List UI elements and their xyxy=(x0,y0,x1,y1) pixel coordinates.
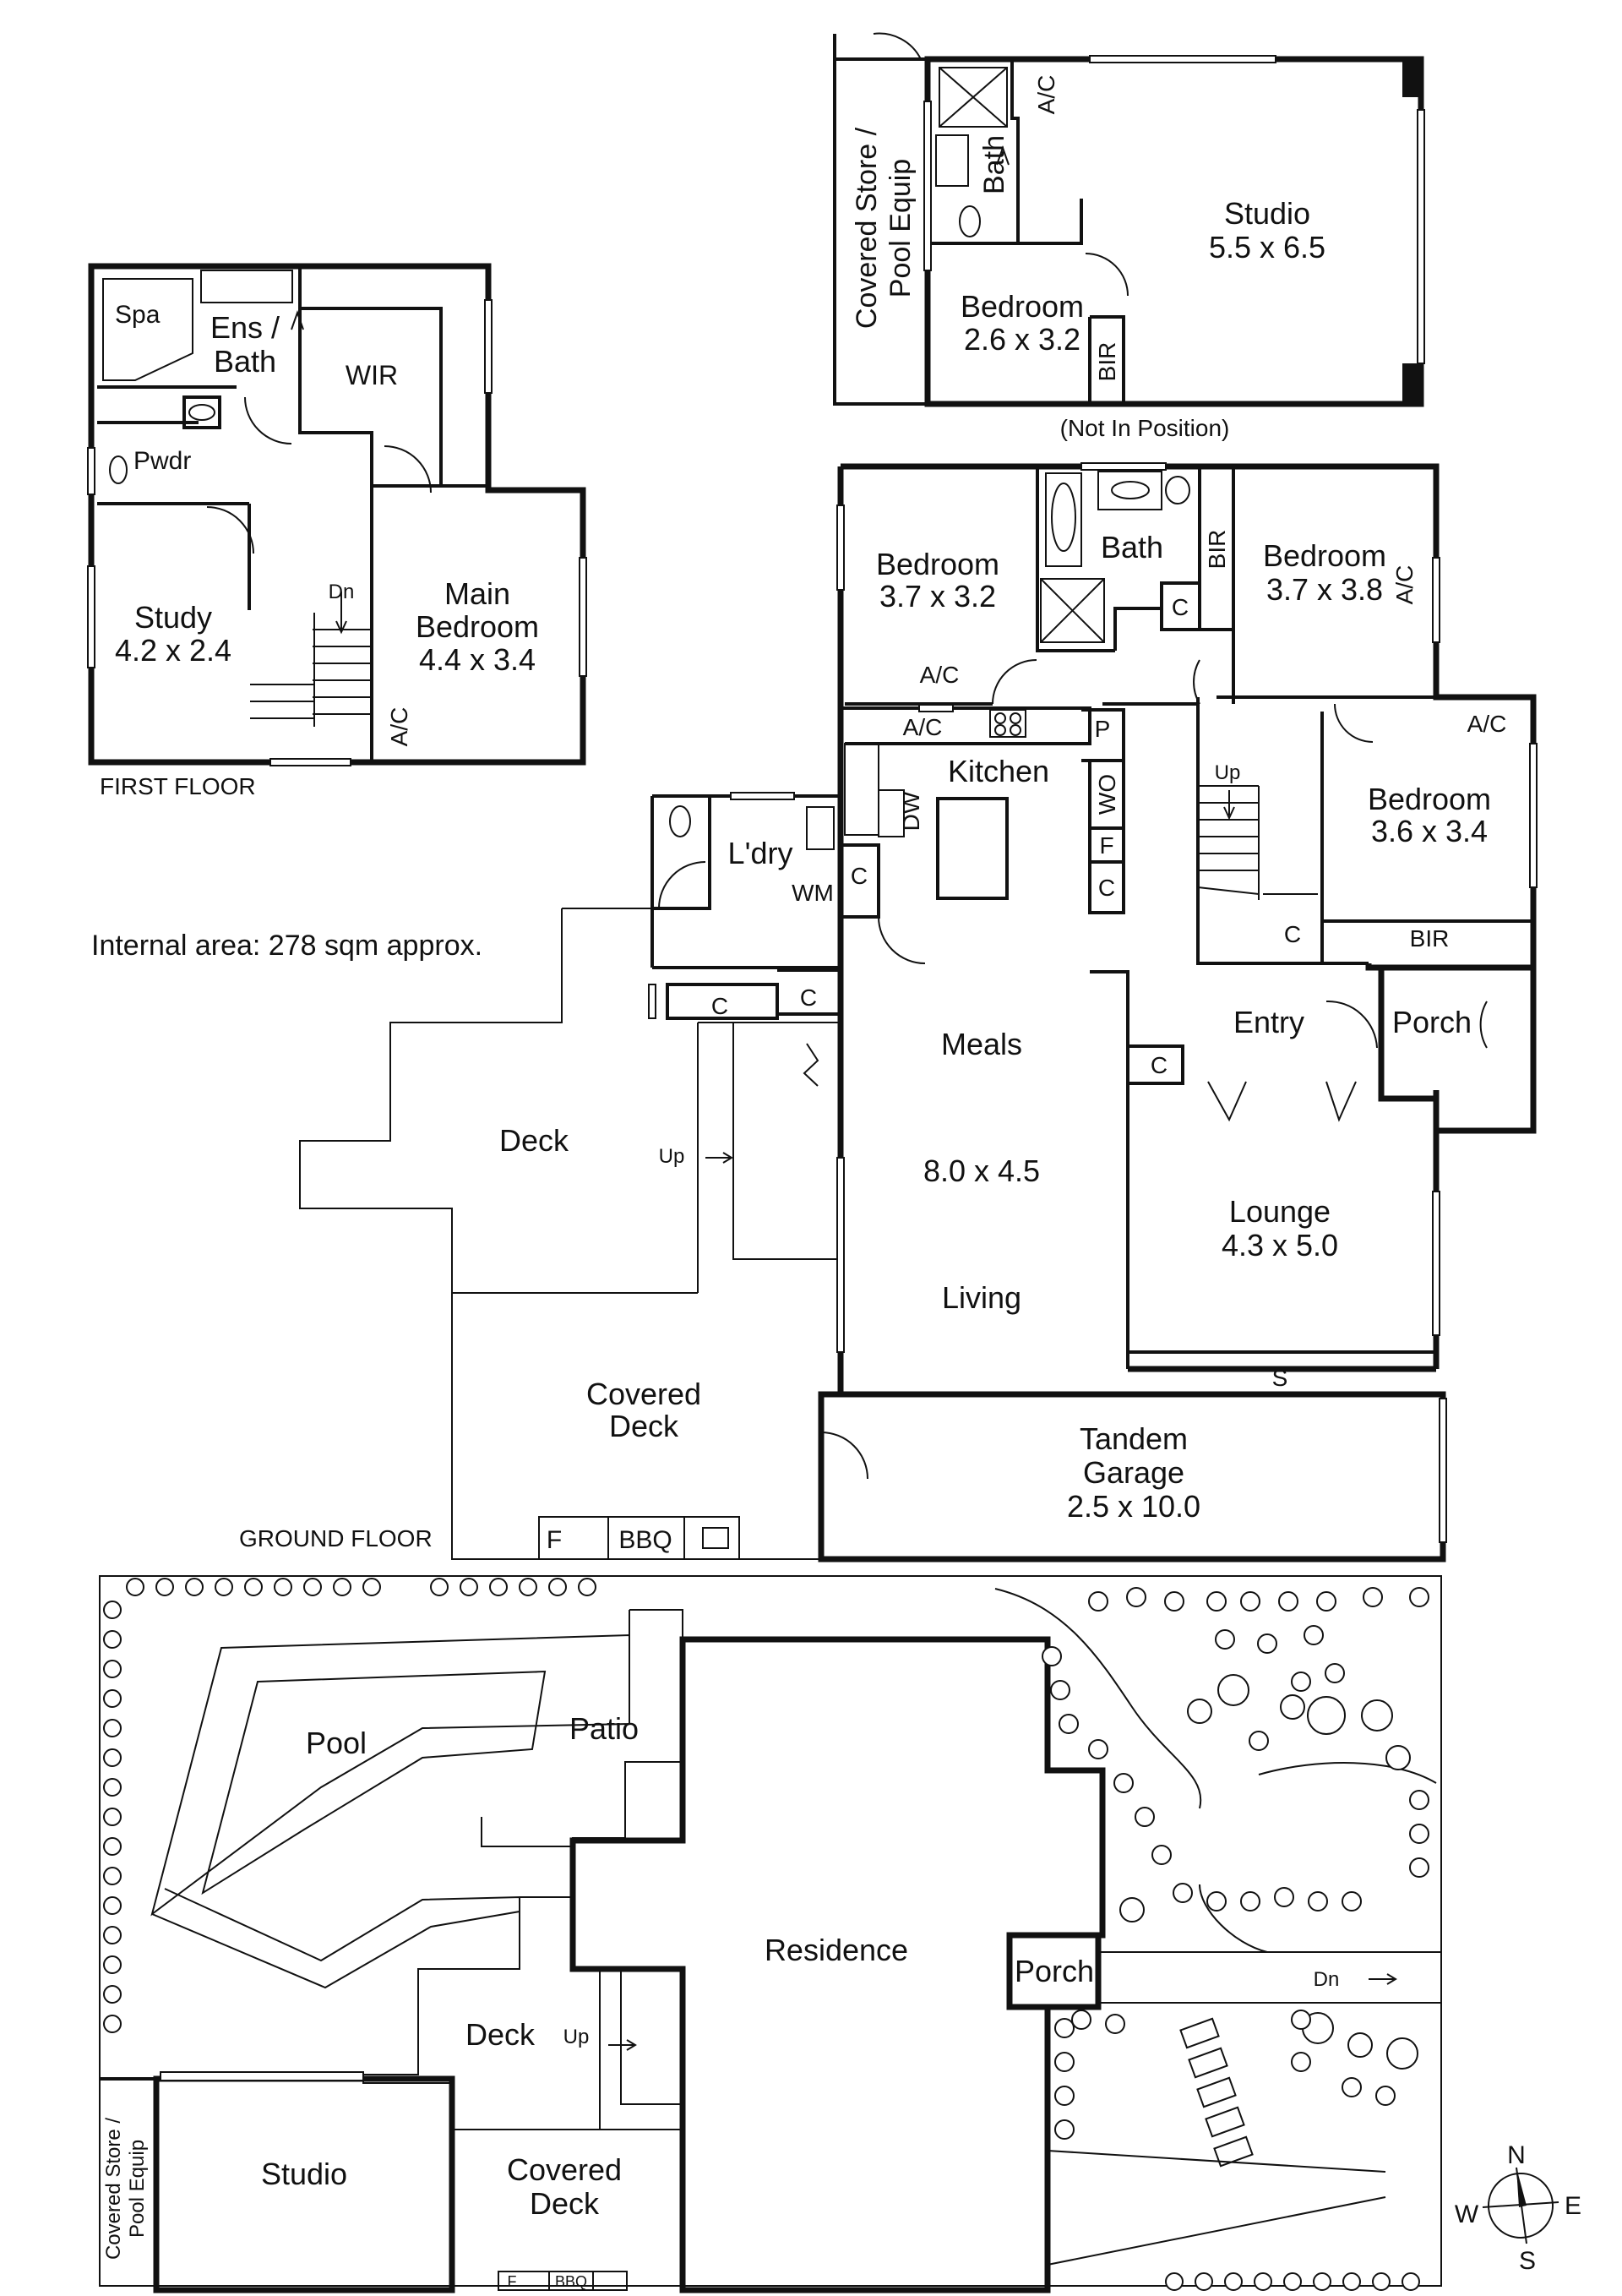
ff-study-dim: 4.2 x 2.4 xyxy=(115,633,231,668)
gf-bbq-label: BBQ xyxy=(618,1526,672,1554)
site-covered-deck-label: Covered xyxy=(507,2152,622,2187)
gf-c-1-label: C xyxy=(1172,594,1189,620)
gf-c-2-label: C xyxy=(1098,875,1115,901)
studio-bath-label: Bath xyxy=(978,135,1010,194)
gf-bedroom-3-dim: 3.6 x 3.4 xyxy=(1371,814,1488,848)
gf-bedroom-3-label: Bedroom xyxy=(1368,782,1491,816)
ff-dn-label: Dn xyxy=(329,581,355,603)
gf-c-3-label: C xyxy=(851,863,868,889)
gf-porch-label: Porch xyxy=(1392,1005,1472,1039)
site-pool-label: Pool xyxy=(306,1726,367,1760)
ff-main-bedroom-label-2: Bedroom xyxy=(416,609,539,644)
gf-c-6-label: C xyxy=(800,984,817,1011)
gf-wo-label: WO xyxy=(1094,774,1120,815)
ff-spa-label: Spa xyxy=(115,301,161,329)
gf-up-2-label: Up xyxy=(659,1145,685,1168)
gf-ac-1-label: A/C xyxy=(1391,565,1418,605)
ff-ens-bath-label-2: Bath xyxy=(214,344,276,379)
gf-covered-deck-label-2: Deck xyxy=(609,1409,679,1443)
site-patio-label: Patio xyxy=(569,1711,639,1746)
gf-laundry-label: L'dry xyxy=(728,836,793,870)
gf-covered-deck-label: Covered xyxy=(586,1377,701,1411)
gf-bir-1-label: BIR xyxy=(1204,530,1230,570)
ff-ens-bath-label: Ens / xyxy=(210,310,280,345)
site-studio-label: Studio xyxy=(261,2157,347,2191)
gf-c-5-label: C xyxy=(711,993,728,1019)
site-deck-label: Deck xyxy=(465,2017,536,2052)
gf-garage-label: Tandem xyxy=(1080,1421,1188,1456)
gf-living-label: Living xyxy=(942,1280,1021,1315)
compass-w-label: W xyxy=(1455,2201,1479,2228)
studio-ac-label: A/C xyxy=(1033,75,1059,115)
studio-covered-store-label-2: Pool Equip xyxy=(884,159,917,297)
gf-ac-3-label: A/C xyxy=(903,714,943,740)
gf-c-4-label: C xyxy=(1284,921,1301,947)
studio-bedroom-label: Bedroom xyxy=(961,289,1084,324)
gf-lounge-label: Lounge xyxy=(1229,1194,1331,1229)
gf-kitchen-label: Kitchen xyxy=(948,754,1049,788)
ff-main-bedroom-dim: 4.4 x 3.4 xyxy=(419,642,536,677)
gf-p-label: P xyxy=(1095,716,1111,742)
first-floor-heading: FIRST FLOOR xyxy=(100,773,256,799)
gf-f-2-label: F xyxy=(547,1526,562,1554)
first-floor-plan xyxy=(87,263,587,766)
site-bbq-label: BBQ xyxy=(555,2273,587,2290)
studio-building-plan xyxy=(833,32,1425,407)
ground-floor-plan xyxy=(299,462,1538,1562)
studio-covered-store-label: Covered Store / xyxy=(851,127,883,329)
compass-s-label: S xyxy=(1519,2247,1536,2275)
ff-main-bedroom-label: Main xyxy=(444,576,510,611)
site-f-label: F xyxy=(508,2273,517,2290)
compass-e-label: E xyxy=(1565,2192,1581,2220)
gf-c-7-label: C xyxy=(1151,1052,1168,1078)
site-covered-store-label-2: Pool Equip xyxy=(126,2140,149,2238)
gf-ac-4-label: A/C xyxy=(1467,711,1507,737)
studio-note-label: (Not In Position) xyxy=(1060,415,1230,441)
gf-bedroom-1-dim: 3.7 x 3.2 xyxy=(879,579,996,614)
gf-ac-2-label: A/C xyxy=(920,662,960,688)
gf-bedroom-2-dim: 3.7 x 3.8 xyxy=(1266,572,1383,607)
gf-s-label: S xyxy=(1272,1365,1288,1391)
gf-garage-dim: 2.5 x 10.0 xyxy=(1067,1489,1200,1524)
ff-study-label: Study xyxy=(134,600,212,635)
ground-floor-heading: GROUND FLOOR xyxy=(239,1525,433,1552)
compass-n-label: N xyxy=(1507,2141,1526,2169)
site-covered-store-label: Covered Store / xyxy=(102,2118,125,2260)
site-up-label: Up xyxy=(563,2026,590,2048)
site-covered-deck-label-2: Deck xyxy=(530,2186,600,2221)
studio-studio-label: Studio xyxy=(1224,196,1310,231)
ff-ac-label: A/C xyxy=(386,707,412,747)
studio-bir-label: BIR xyxy=(1094,342,1120,382)
studio-bedroom-dim: 2.6 x 3.2 xyxy=(964,322,1080,357)
gf-meals-label: Meals xyxy=(941,1027,1022,1061)
gf-dw-label: DW xyxy=(898,791,924,831)
gf-wm-label: WM xyxy=(792,880,834,906)
gf-garage-label-2: Garage xyxy=(1083,1455,1184,1490)
gf-f-1-label: F xyxy=(1099,832,1113,859)
studio-studio-dim: 5.5 x 6.5 xyxy=(1209,230,1325,265)
gf-bath-label: Bath xyxy=(1101,530,1163,564)
gf-meals-dim: 8.0 x 4.5 xyxy=(923,1153,1040,1188)
gf-up-1-label: Up xyxy=(1215,761,1241,784)
site-plan xyxy=(99,1575,1559,2293)
gf-lounge-dim: 4.3 x 5.0 xyxy=(1222,1228,1338,1263)
gf-bedroom-2-label: Bedroom xyxy=(1263,538,1386,573)
gf-bir-2-label: BIR xyxy=(1410,925,1450,952)
gf-deck-label: Deck xyxy=(499,1123,569,1158)
ff-pwdr-label: Pwdr xyxy=(133,447,191,475)
internal-area-label: Internal area: 278 sqm approx. xyxy=(91,930,482,962)
ff-wir-label: WIR xyxy=(346,360,398,390)
site-residence-label: Residence xyxy=(765,1933,908,1967)
site-dn-label: Dn xyxy=(1314,1968,1340,1991)
gf-bedroom-1-label: Bedroom xyxy=(876,547,999,581)
gf-entry-label: Entry xyxy=(1233,1005,1304,1039)
site-porch-label: Porch xyxy=(1015,1954,1094,1988)
